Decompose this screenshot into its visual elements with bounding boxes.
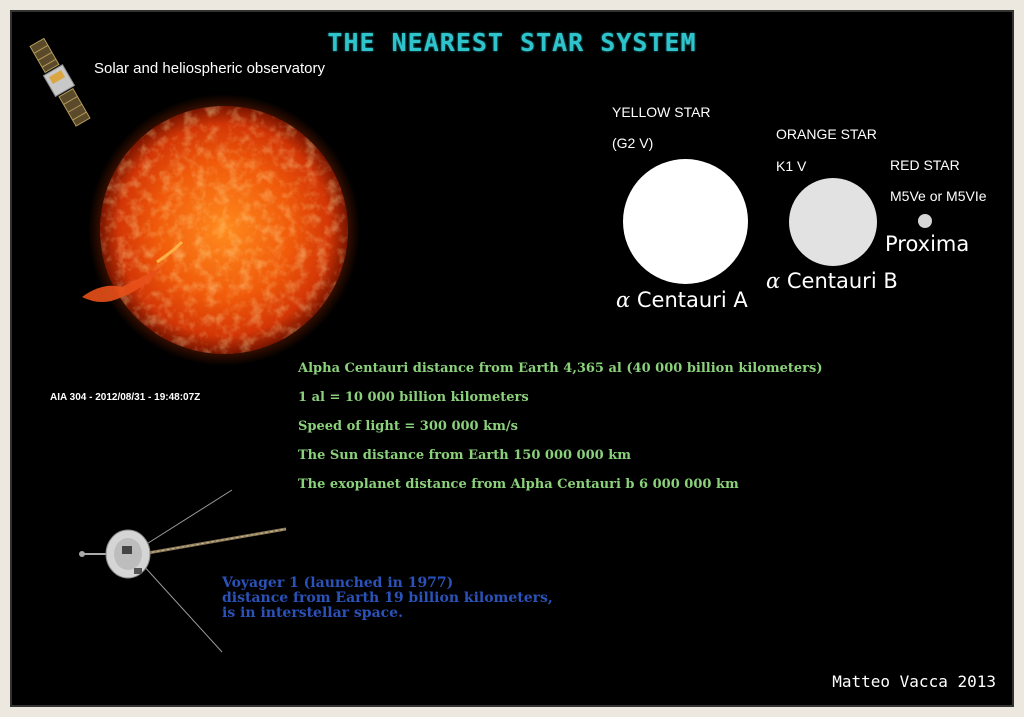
fact-line: 1 al = 10 000 billion kilometers [298,390,529,405]
soho-satellite-icon [29,37,91,127]
yellow-star-type: YELLOW STAR [612,104,711,120]
orange-star-class: K1 V [776,158,807,174]
alpha-symbol: α [616,288,631,312]
fact-line: The exoplanet distance from Alpha Centau… [298,477,739,492]
proxima-disc [918,214,932,228]
voyager-caption-line: Voyager 1 (launched in 1977) [222,575,454,591]
sun-image [82,94,360,366]
author-credit: Matteo Vacca 2013 [832,672,996,691]
voyager-probe-icon [79,489,287,653]
alpha-symbol: α [766,269,781,293]
red-star-type: RED STAR [890,157,960,173]
voyager-caption-line: is in interstellar space. [222,605,403,621]
soho-label: Solar and heliospheric observatory [94,60,325,77]
alpha-centauri-b-disc [789,178,877,266]
voyager-caption-line: distance from Earth 19 billion kilometer… [222,590,553,606]
yellow-star-class: (G2 V) [612,135,654,151]
alpha-centauri-b-name: Centauri B [786,269,898,293]
voyager-caption: Voyager 1 (launched in 1977) distance fr… [222,576,553,621]
alpha-centauri-a-label: α Centauri A [616,288,748,312]
fact-line: Speed of light = 300 000 km/s [298,419,518,434]
fact-line: Alpha Centauri distance from Earth 4,365… [298,361,823,376]
red-star-class: M5Ve or M5VIe [890,188,987,204]
alpha-centauri-a-disc [623,159,748,284]
poster-title: THE NEAREST STAR SYSTEM [327,28,697,57]
alpha-centauri-a-name: Centauri A [636,288,748,312]
alpha-centauri-b-label: α Centauri B [766,269,898,293]
aia-label: AIA 304 - 2012/08/31 - 19:48:07Z [50,392,201,403]
fact-line: The Sun distance from Earth 150 000 000 … [298,448,631,463]
orange-star-type: ORANGE STAR [776,126,877,142]
poster-board: THE NEAREST STAR SYSTEM Solar and helios… [12,12,1012,705]
proxima-label: Proxima [885,232,970,256]
